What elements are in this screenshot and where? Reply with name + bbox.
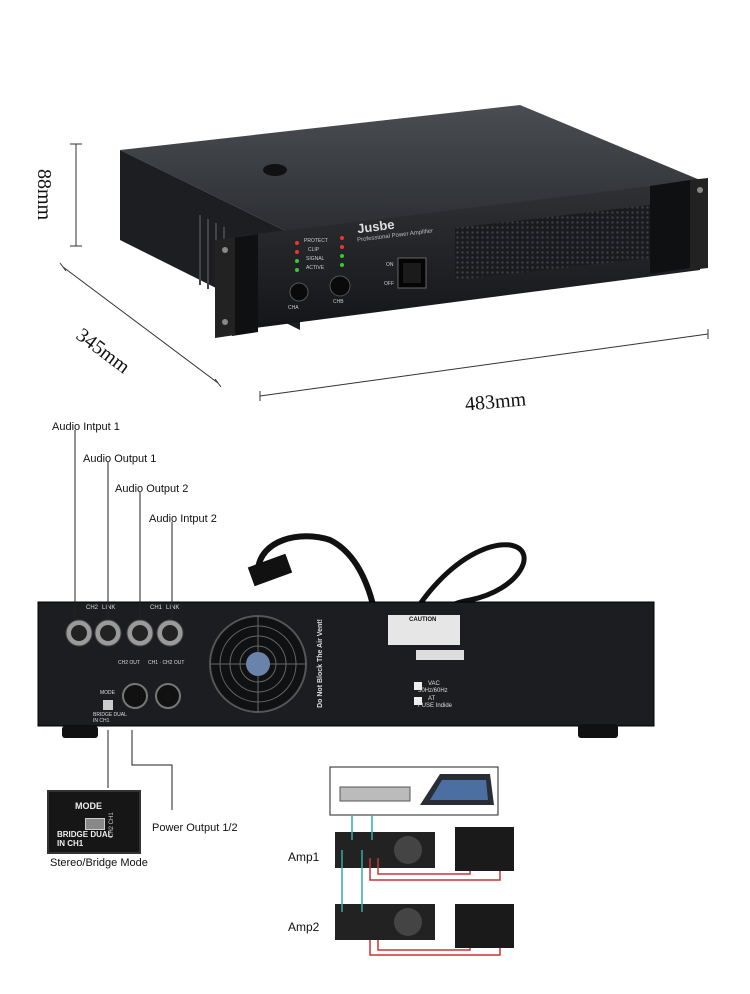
indicator-label-protect: PROTECT	[304, 238, 328, 244]
mode-inset-title: MODE	[75, 801, 102, 811]
mode-inset-in-ch1: IN CH1	[57, 839, 84, 848]
rear-label-link-2: LINK	[166, 605, 180, 611]
callout-audio-output-2: Audio Output 2	[115, 483, 189, 495]
knob-b-label: CHB	[333, 299, 344, 305]
callout-lines	[74, 430, 173, 810]
switch-off-label: OFF	[384, 281, 394, 287]
callout-power-output: Power Output 1/2	[152, 822, 238, 834]
switch-on-label: ON	[386, 262, 394, 268]
rear-amplifier-photo	[37, 533, 655, 738]
rear-label-freq: 50Hz/60Hz	[418, 688, 448, 694]
indicator-label-signal: SIGNAL	[306, 256, 325, 262]
rear-label-at: AT	[428, 696, 436, 702]
mode-inset-bridge-dual: BRIDGE DUAL	[57, 830, 113, 839]
mode-inset-ch-label: CH2 CH1	[109, 812, 115, 838]
callout-audio-input-2: Audio Intput 2	[149, 513, 217, 525]
rear-label-vac: VAC	[428, 681, 440, 687]
rear-label-bridge-dual: BRIDGE DUAL	[93, 712, 127, 718]
indicator-label-active: ACTIVE	[306, 265, 325, 271]
rear-label-ch2: CH2	[86, 605, 99, 611]
rear-label-mode: MODE	[100, 690, 115, 696]
rear-label-ch1: CH1	[150, 605, 163, 611]
mode-inset-switch	[85, 818, 105, 830]
rear-label-fuse: FUSE Indide	[418, 703, 453, 709]
callout-audio-output-1: Audio Output 1	[83, 453, 157, 465]
callout-audio-input-1: Audio Intput 1	[52, 421, 120, 433]
rear-label-link-1: LINK	[102, 605, 116, 611]
rear-caution-label: CAUTION	[409, 617, 437, 623]
callout-mode: Stereo/Bridge Mode	[50, 857, 148, 869]
rear-label-ch2-out: CH2 OUT	[118, 660, 140, 666]
rear-label-ch1-ch2-out: CH1 · CH2 OUT	[148, 660, 185, 666]
dimension-lines	[59, 143, 709, 401]
diagram-amp2-label: Amp2	[288, 920, 320, 934]
mode-inset: MODE BRIDGE DUAL IN CH1 CH2 CH1	[47, 790, 141, 854]
front-amplifier-photo	[120, 105, 708, 338]
rear-label-in-ch1: IN CH1	[93, 718, 110, 724]
indicator-label-clip: CLIP	[308, 247, 320, 253]
diagram-amp1-label: Amp1	[288, 850, 320, 864]
knob-a-label: CHA	[288, 305, 299, 311]
connection-diagram	[329, 766, 514, 956]
height-dimension: 88mm	[33, 168, 56, 221]
